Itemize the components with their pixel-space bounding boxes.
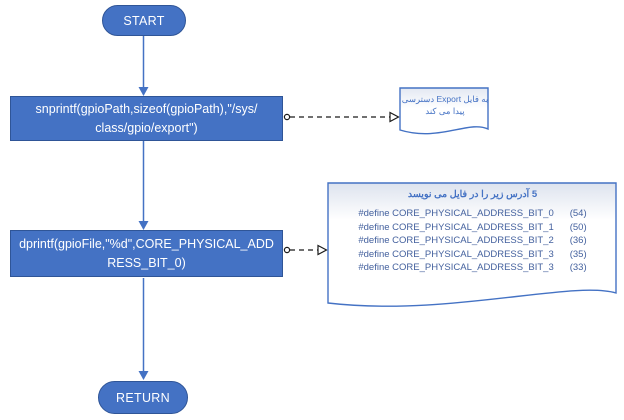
process-snprintf-line2: class/gpio/export") [95, 120, 198, 135]
define-name: #define CORE_PHYSICAL_ADDRESS_BIT_3 [358, 262, 554, 274]
arrow-right-icon [389, 111, 400, 123]
define-value: (54) [569, 208, 587, 219]
define-name: #define CORE_PHYSICAL_ADDRESS_BIT_3 [358, 248, 554, 260]
start-label: START [123, 13, 165, 28]
process-snprintf: snprintf(gpioPath,sizeof(gpioPath),"/sys… [10, 96, 283, 141]
process-dprintf: dprintf(gpioFile,"%d",CORE_PHYSICAL_ADD … [10, 230, 283, 277]
connector-origin-dot [283, 246, 291, 254]
start-node: START [102, 5, 186, 36]
defines-note-title: 5 آدرس زیر را در فایل می نویسد [407, 189, 538, 200]
connector-process2-to-note [283, 244, 328, 256]
return-node: RETURN [98, 381, 188, 414]
define-value: (36) [569, 235, 587, 247]
connector-process1-to-note [283, 111, 400, 123]
document-shape-export-note [399, 87, 489, 135]
defines-list: #define CORE_PHYSICAL_ADDRESS_BIT_0 (54)… [358, 208, 586, 273]
define-value: (50) [569, 221, 587, 233]
process-snprintf-line1: snprintf(gpioPath,sizeof(gpioPath),"/sys… [35, 102, 258, 117]
arrow-down-icon [138, 371, 149, 380]
defines-note-text: 5 آدرس زیر را در فایل می نویسد #define C… [340, 189, 605, 273]
process-snprintf-label: snprintf(gpioPath,sizeof(gpioPath),"/sys… [36, 100, 258, 136]
define-value: (33) [569, 262, 587, 274]
arrow-down-icon [138, 87, 149, 96]
return-label: RETURN [116, 390, 170, 405]
define-name: #define CORE_PHYSICAL_ADDRESS_BIT_2 [358, 235, 554, 247]
connector-process1-to-process2 [138, 141, 149, 230]
define-name: #define CORE_PHYSICAL_ADDRESS_BIT_1 [358, 221, 554, 233]
define-name: #define CORE_PHYSICAL_ADDRESS_BIT_0 [358, 208, 554, 219]
process-dprintf-label: dprintf(gpioFile,"%d",CORE_PHYSICAL_ADD … [19, 235, 274, 271]
connector-process2-to-return [138, 278, 149, 380]
export-note-line1: به فایل Export دسترسی [401, 94, 489, 104]
arrow-down-icon [138, 221, 149, 230]
document-shape-defines-note [327, 182, 617, 307]
process-dprintf-line1: dprintf(gpioFile,"%d",CORE_PHYSICAL_ADD [19, 237, 274, 252]
process-dprintf-line2: RESS_BIT_0) [107, 255, 186, 270]
connector-origin-dot [283, 113, 291, 121]
arrow-right-icon [317, 244, 328, 256]
export-note-text: به فایل Export دسترسی پیدا می کند [399, 93, 491, 118]
define-value: (35) [569, 248, 587, 260]
connector-start-to-process1 [138, 36, 149, 96]
export-note-line2: پیدا می کند [425, 106, 465, 117]
